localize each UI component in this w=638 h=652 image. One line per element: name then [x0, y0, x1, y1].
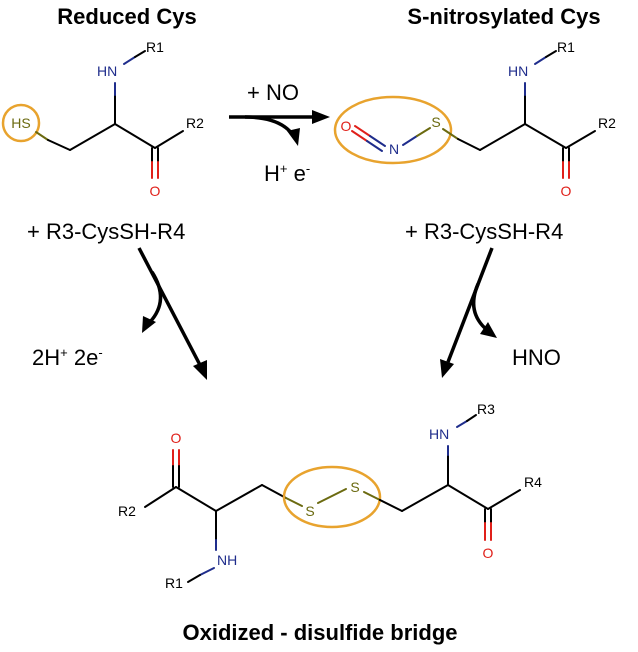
disulfide-highlight-ring	[282, 465, 382, 529]
title-reduced-cys: Reduced Cys	[57, 4, 196, 29]
arrow-head	[287, 128, 300, 146]
reaction-left-oxidation: + R3-CysSH-R4 2H+ 2e-	[27, 219, 207, 380]
bond-s-c	[35, 131, 49, 141]
atom-hn: HN	[97, 63, 117, 79]
bond-n-o	[354, 125, 371, 137]
bond	[134, 50, 146, 58]
arrow-right-oxidation	[446, 247, 494, 363]
bond	[379, 499, 403, 512]
atom-r4: R4	[524, 474, 542, 490]
title-oxidized-disulfide: Oxidized - disulfide bridge	[182, 620, 457, 645]
bond-n	[199, 567, 215, 576]
atom-r2: R2	[118, 503, 136, 519]
arrow-left-oxidation	[137, 247, 202, 366]
bond-n-o	[366, 140, 383, 152]
label-hno: HNO	[512, 345, 561, 370]
bond-n-s	[416, 127, 431, 137]
label-cys-right: + R3-CysSH-R4	[405, 219, 563, 244]
sup-minus: -	[98, 345, 102, 360]
atom-r3: R3	[477, 401, 495, 417]
atom-s: S	[305, 503, 314, 519]
bond	[401, 484, 449, 512]
bond-n	[123, 56, 136, 65]
bond	[47, 139, 71, 151]
bond	[187, 574, 201, 583]
bond	[524, 123, 567, 149]
atom-o: O	[171, 430, 182, 446]
bond	[487, 489, 521, 510]
atom-r2: R2	[186, 115, 204, 131]
bond	[545, 50, 557, 58]
molecule-reduced-cys: HS HN R1 R2 O	[1, 39, 204, 199]
bond-n	[456, 420, 468, 428]
atom-n: N	[389, 141, 399, 157]
atom-o: O	[341, 118, 352, 134]
atom-o: O	[483, 545, 494, 561]
atom-hn: HN	[429, 426, 449, 442]
atom-r2: R2	[598, 115, 616, 131]
reaction-right-oxidation: + R3-CysSH-R4 HNO	[405, 219, 563, 378]
atom-r1: R1	[557, 39, 575, 55]
arrow-head	[480, 322, 497, 338]
atom-s: S	[350, 479, 359, 495]
label-h-e: H+ e-	[264, 161, 310, 186]
label-add-no: + NO	[247, 80, 299, 105]
label-2h: 2H	[32, 345, 60, 370]
snitroso-highlight-ring	[333, 95, 453, 165]
sup-minus: -	[306, 161, 310, 176]
thiol-highlight-ring	[1, 103, 41, 143]
bond	[114, 123, 156, 149]
bond	[447, 484, 489, 510]
bond	[215, 484, 263, 512]
bond	[144, 486, 177, 508]
atom-hn: HN	[508, 63, 528, 79]
label-cys-left: + R3-CysSH-R4	[27, 219, 185, 244]
bond	[457, 138, 481, 151]
label-h: H	[264, 161, 280, 186]
atom-o: O	[561, 183, 572, 199]
arrow-side-branch	[148, 271, 163, 324]
atom-r1: R1	[146, 39, 164, 55]
bond	[565, 130, 596, 149]
arrow-head	[440, 359, 454, 378]
label-2e: 2e	[68, 345, 99, 370]
atom-r1: R1	[165, 575, 183, 591]
molecule-oxidized-disulfide: O R2 NH R1 S S HN R3 R4	[118, 401, 542, 591]
arrow-side-branch	[244, 115, 295, 137]
atom-nh: NH	[217, 552, 237, 568]
bond-s-c	[285, 497, 303, 507]
bond-s-s	[317, 488, 347, 504]
bond	[261, 484, 287, 499]
bond	[479, 123, 526, 151]
arrow-head	[312, 110, 330, 124]
bond-n-o	[369, 135, 386, 147]
bond	[175, 486, 217, 512]
bond	[69, 123, 116, 151]
bond-s-c	[442, 128, 459, 140]
arrow-head	[193, 360, 207, 380]
title-nitrosylated-cys: S-nitrosylated Cys	[407, 4, 600, 29]
sup-plus: +	[280, 161, 288, 176]
sup-plus: +	[60, 345, 68, 360]
bond-s-c	[363, 491, 381, 501]
bond-n	[534, 56, 547, 65]
atom-hs: HS	[11, 115, 30, 131]
molecule-nitrosylated-cys: O N S HN R1 R2 O	[333, 39, 616, 199]
label-2h-2e: 2H+ 2e-	[32, 345, 103, 370]
bond-n-s	[402, 135, 418, 146]
bond	[466, 414, 477, 422]
arrow-side-branch	[471, 283, 489, 332]
bond-n-o	[351, 130, 368, 142]
reaction-nitrosylation: + NO H+ e-	[229, 80, 330, 186]
arrow-head	[142, 316, 156, 333]
atom-o: O	[150, 183, 161, 199]
bond	[154, 130, 184, 149]
label-e: e	[287, 161, 305, 186]
atom-s: S	[431, 114, 440, 130]
